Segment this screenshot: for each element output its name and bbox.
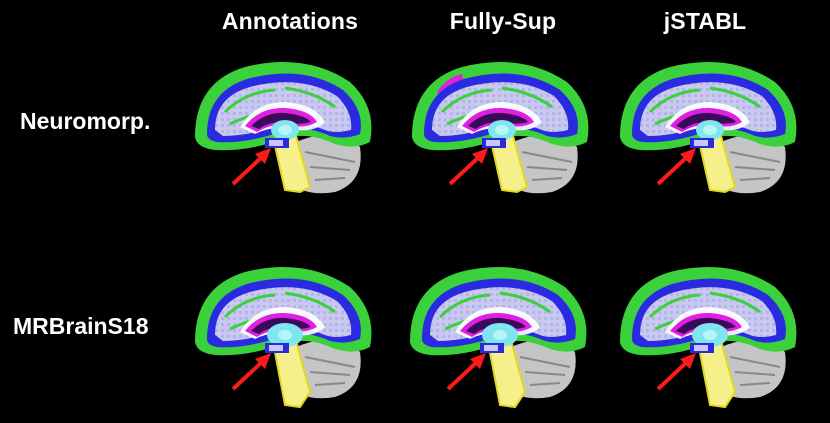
brain-panel-neuromorp-jstabl: [610, 52, 805, 212]
column-header-jstabl: jSTABL: [663, 8, 747, 34]
red-arrow: [446, 353, 486, 391]
brain-panel-mrbrains18-jstabl: [610, 257, 805, 417]
column-header-fully-sup: Fully-Sup: [449, 8, 557, 34]
brain-panel-mrbrains18-fully-sup: [400, 257, 595, 417]
red-arrow: [231, 148, 271, 186]
red-arrow: [656, 353, 696, 391]
column-header-annotations: Annotations: [221, 8, 359, 34]
brain-panel-neuromorp-fully-sup: [402, 52, 597, 212]
brain-panel-mrbrains18-annotations: [185, 257, 380, 417]
brain-panel-neuromorp-annotations: [185, 52, 380, 212]
red-arrow: [656, 148, 696, 186]
row-label-neuromorp: Neuromorp.: [20, 108, 151, 134]
red-arrow: [231, 353, 271, 391]
row-label-mrbrains18: MRBrainS18: [13, 313, 149, 339]
red-arrow: [448, 148, 488, 186]
